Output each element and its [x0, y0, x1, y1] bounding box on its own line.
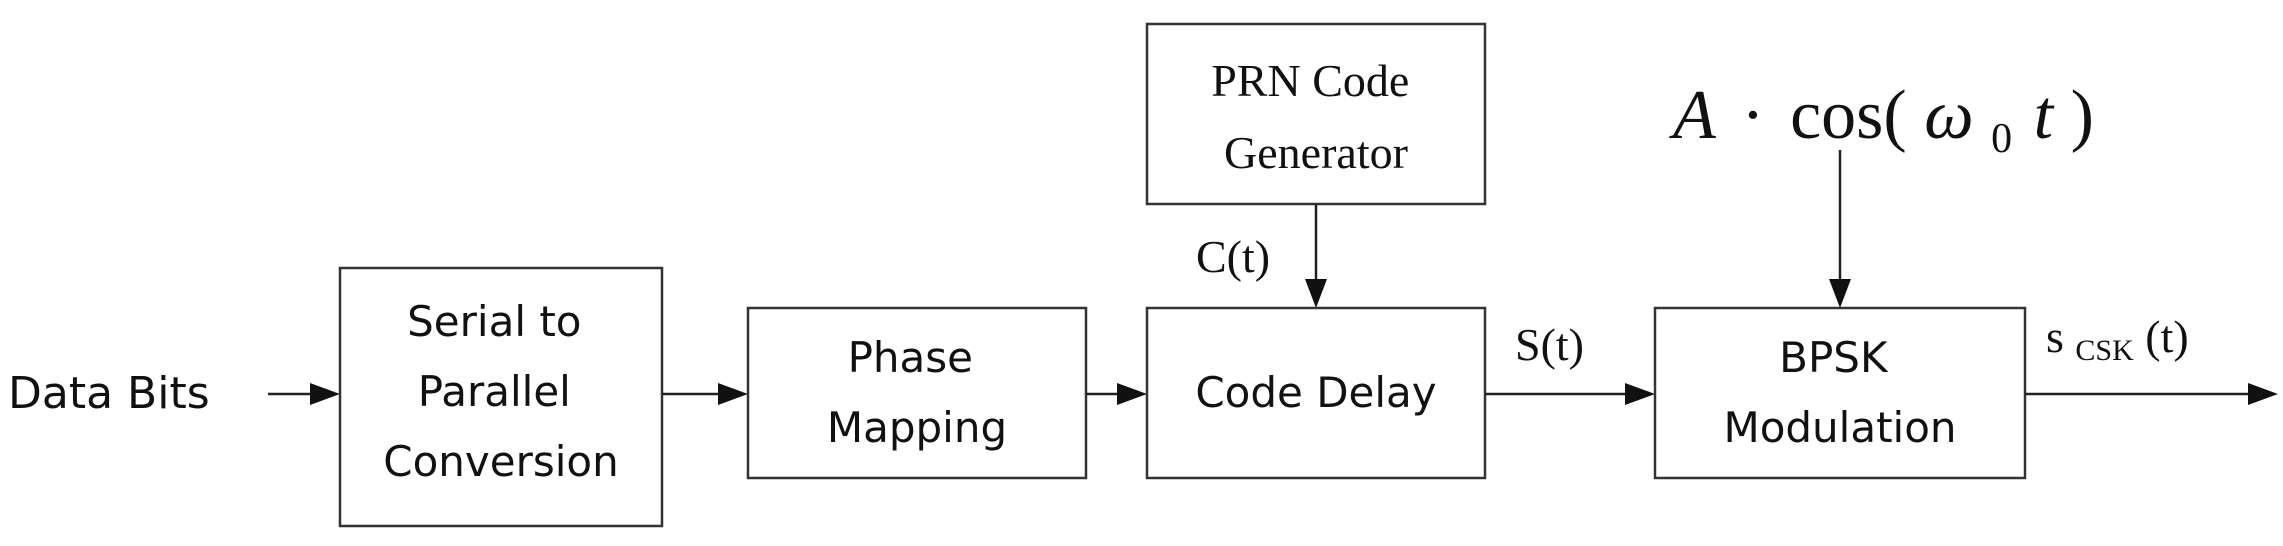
serial-to-parallel-line-1: Serial to [407, 297, 581, 346]
carrier-expression: A · cos( ω 0 t ) [1669, 77, 2094, 168]
arrow-carrier-to-bpsk [1829, 150, 1851, 308]
output-label-argument: (t) [2145, 311, 2188, 362]
arrow-code-delay-to-bpsk [1485, 383, 1655, 405]
bpsk-line-2: Modulation [1723, 403, 1956, 452]
serial-to-parallel-line-3: Conversion [383, 437, 618, 486]
signal-label-output: s CSK (t) [2046, 311, 2189, 370]
carrier-close-paren: ) [2071, 77, 2094, 154]
code-delay-block: Code Delay [1145, 306, 1487, 480]
arrow-serial-to-phase-mapping [662, 383, 748, 405]
signal-label-spread: S(t) [1515, 319, 1584, 370]
carrier-cos: cos( [1790, 77, 1907, 154]
carrier-amplitude: A [1669, 77, 1716, 154]
bpsk-line-1: BPSK [1779, 333, 1889, 382]
output-label-subscript: CSK [2075, 334, 2134, 367]
phase-mapping-block: Phase Mapping [746, 306, 1088, 480]
signal-label-code: C(t) [1196, 231, 1270, 282]
input-label-data-bits: Data Bits [8, 368, 210, 419]
carrier-omega: ω [1924, 77, 1973, 154]
arrow-output [2025, 383, 2278, 405]
serial-to-parallel-block: Serial to Parallel Conversion [338, 266, 664, 528]
svg-text:Phase Mapping: Phase Mapping [827, 333, 1007, 452]
arrow-data-bits-to-serial [268, 383, 340, 405]
svg-text:PRN Code Generator: PRN Code Generator [1211, 55, 1421, 178]
prn-generator-line-2: Generator [1224, 127, 1408, 178]
prn-code-generator-block: PRN Code Generator [1145, 22, 1487, 206]
output-label-base: s [2046, 311, 2064, 362]
phase-mapping-line-1: Phase [848, 333, 973, 382]
prn-generator-line-1: PRN Code [1211, 55, 1409, 106]
svg-text:Code Delay: Code Delay [1195, 368, 1436, 417]
carrier-dot: · [1741, 77, 1764, 154]
carrier-omega-subscript: 0 [1991, 116, 2012, 162]
svg-text:Serial to Parallel: Serial to Parallel Conversion [383, 297, 618, 486]
carrier-time: t [2034, 77, 2055, 154]
bpsk-modulation-block: BPSK Modulation [1653, 306, 2027, 480]
serial-to-parallel-line-2: Parallel [418, 367, 571, 416]
code-delay-line-1: Code Delay [1195, 368, 1436, 417]
arrow-phase-to-code-delay [1086, 383, 1147, 405]
phase-mapping-line-2: Mapping [827, 403, 1007, 452]
arrow-prn-to-code-delay [1305, 204, 1327, 308]
svg-text:BPSK Modulation: BPSK Modulation [1723, 333, 1956, 452]
